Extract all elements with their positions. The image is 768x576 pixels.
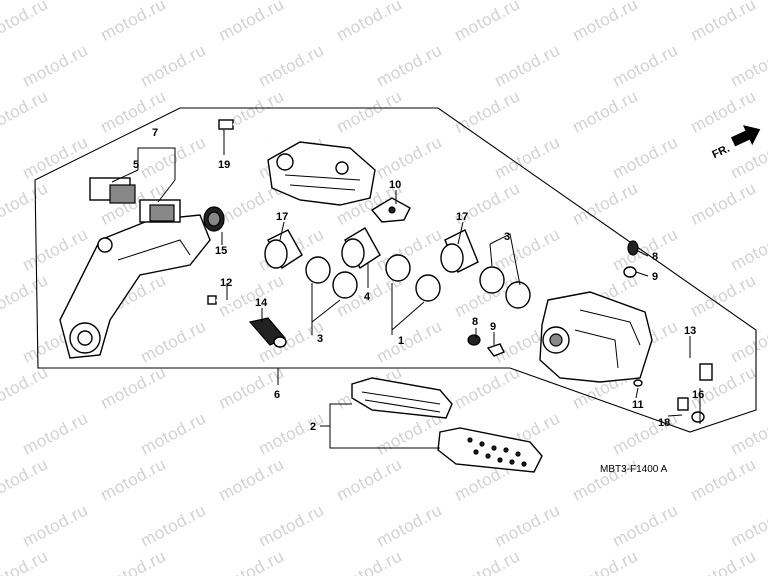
- callout-7: 7: [152, 127, 158, 139]
- piston-right-17: [440, 229, 479, 273]
- brake-pad-upper: [351, 377, 453, 419]
- callout-18: 18: [658, 417, 670, 429]
- piston-seals: [305, 254, 531, 309]
- clip-10: [370, 197, 411, 223]
- callout-15: 15: [215, 245, 227, 257]
- callout-11: 11: [632, 399, 644, 411]
- cap-16: [691, 411, 705, 423]
- callout-3-right: 3: [504, 231, 510, 243]
- callout-8-middle: 8: [472, 316, 478, 328]
- callout-13: 13: [684, 325, 696, 337]
- callout-3-left: 3: [317, 333, 323, 345]
- callout-4: 4: [364, 291, 371, 303]
- piston-middle-4: [341, 227, 381, 270]
- front-direction-indicator: FR.: [710, 125, 761, 161]
- bolt-18: [643, 385, 689, 411]
- diagram-code: MBT3-F1400 A: [600, 464, 668, 475]
- callout-19: 19: [218, 159, 230, 171]
- bleeder-middle: [467, 334, 505, 357]
- pad-springs: [89, 177, 181, 223]
- leader-lines: [111, 130, 701, 449]
- caliper-body-upper: [267, 141, 376, 206]
- bolt-19: [218, 119, 267, 143]
- washer-11: [633, 379, 643, 387]
- callout-6: 6: [274, 389, 280, 401]
- callout-5: 5: [133, 159, 139, 171]
- callout-14: 14: [255, 297, 268, 309]
- caliper-bracket: [59, 214, 211, 359]
- callout-1: 1: [398, 335, 404, 347]
- callout-10: 10: [389, 179, 401, 191]
- callout-12: 12: [220, 277, 232, 289]
- callout-17-right: 17: [456, 211, 468, 223]
- brake-pad-lower: [437, 427, 543, 473]
- callout-16: 16: [692, 389, 704, 401]
- boot-15: [203, 206, 225, 232]
- callout-2: 2: [310, 421, 316, 433]
- bleeder-right: [623, 240, 639, 278]
- arrow-right-icon: [730, 125, 761, 147]
- caliper-body-lower: [539, 291, 653, 383]
- assembly-boundary: [34, 107, 757, 433]
- callout-17-left: 17: [276, 211, 288, 223]
- piston-left-17: [264, 229, 303, 270]
- callout-9-middle: 9: [490, 321, 496, 333]
- callout-8-right: 8: [652, 251, 658, 263]
- direction-label: FR.: [710, 143, 731, 161]
- pin-13: [667, 350, 713, 381]
- pin-12: [207, 295, 241, 313]
- screw-14: [248, 317, 287, 348]
- callout-9-right: 9: [652, 271, 658, 283]
